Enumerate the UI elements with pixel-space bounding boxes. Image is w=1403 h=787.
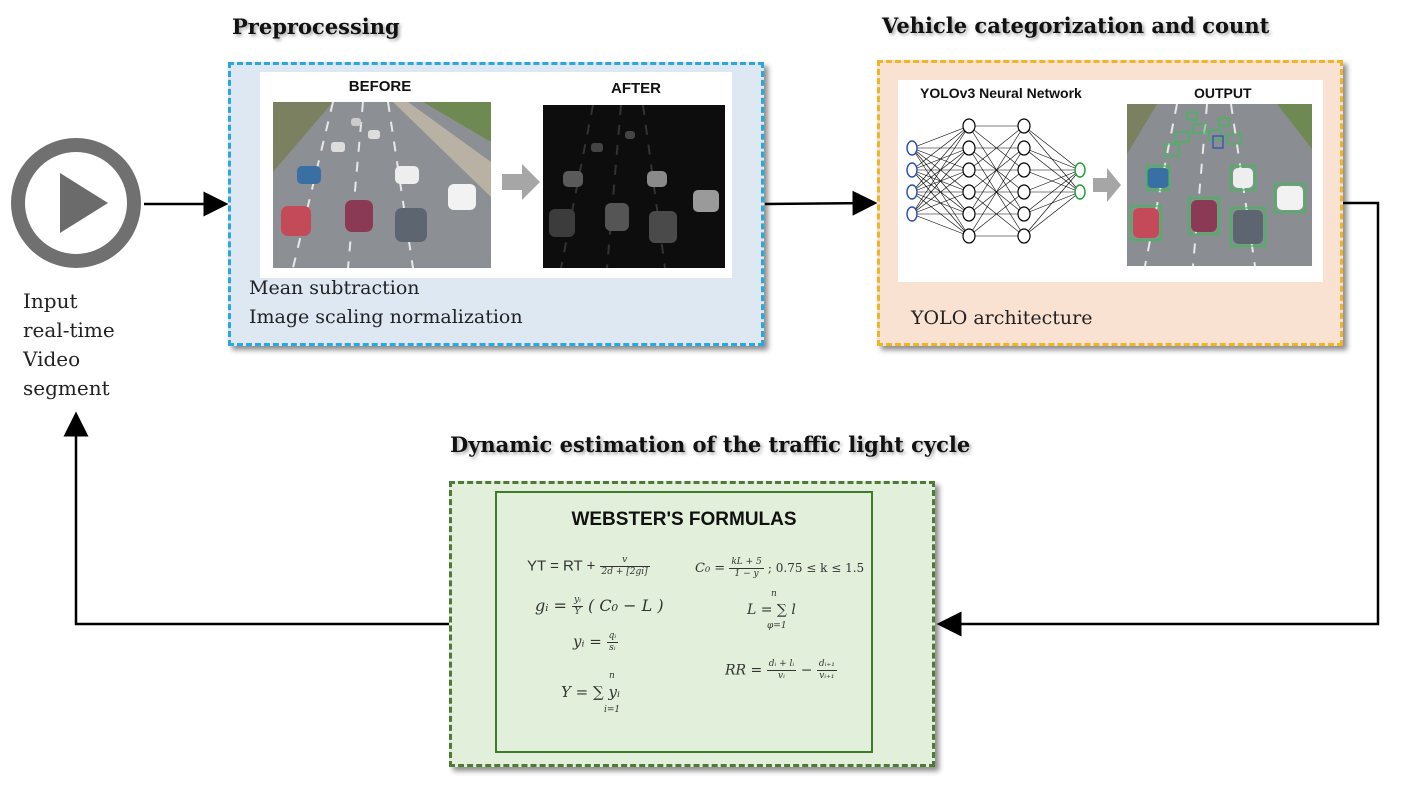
heading-vehicle-categorization: Vehicle categorization and count bbox=[882, 13, 1270, 38]
preprocessing-image-area: BEFORE AFTER bbox=[260, 72, 732, 278]
formula-co-lhs: C₀ = bbox=[695, 561, 726, 576]
neural-network-icon bbox=[906, 118, 1086, 244]
formula-rr-lhs: RR = bbox=[725, 662, 763, 679]
input-line: Input bbox=[23, 289, 78, 313]
formula-co-den: 1 − y bbox=[734, 569, 759, 579]
formula-yi-num: qᵢ bbox=[606, 631, 619, 643]
formula-L-main: L = ∑ l bbox=[747, 602, 796, 618]
preprocessing-caption: Mean subtraction bbox=[249, 277, 420, 299]
before-label: BEFORE bbox=[348, 78, 412, 95]
play-icon bbox=[11, 138, 141, 268]
formula-Y: n i=1 Y = ∑ yᵢ bbox=[561, 671, 620, 715]
formula-rr-num1: dᵢ + lᵢ bbox=[766, 659, 797, 671]
transform-arrow-icon bbox=[502, 164, 540, 200]
input-label: Input real-time Video segment bbox=[23, 287, 115, 403]
formula-L-top: n bbox=[771, 589, 777, 599]
formula-yi-lhs: yᵢ = bbox=[573, 632, 602, 651]
input-line: real-time bbox=[23, 318, 115, 342]
formula-rr-den2: vᵢ₊₁ bbox=[819, 671, 835, 681]
vehicle-image-area: YOLOv3 Neural Network OUTPUT bbox=[898, 80, 1323, 282]
before-traffic-image bbox=[273, 102, 491, 268]
formula-yt-den: 2d + [2gi] bbox=[601, 567, 648, 577]
transform-arrow-icon bbox=[1093, 168, 1121, 202]
vehicle-panel: YOLOv3 Neural Network OUTPUT bbox=[877, 60, 1343, 346]
formula-co-num: kL + 5 bbox=[729, 557, 764, 569]
heading-dynamic-estimation: Dynamic estimation of the traffic light … bbox=[450, 432, 971, 457]
formula-gi-den: Y bbox=[574, 607, 581, 617]
preprocessing-panel: BEFORE AFTER bbox=[228, 62, 764, 346]
input-line: Video bbox=[23, 347, 81, 371]
formula-Y-top: n bbox=[609, 671, 615, 681]
webster-title: WEBSTER'S FORMULAS bbox=[571, 509, 797, 530]
output-label: OUTPUT bbox=[1194, 85, 1252, 101]
formula-yt-lhs: YT = RT + bbox=[527, 557, 596, 575]
formula-rr-num2: dᵢ₊₁ bbox=[816, 659, 837, 671]
formula-co-condition: ; 0.75 ≤ k ≤ 1.5 bbox=[767, 561, 865, 575]
formula-rr-den1: vᵢ bbox=[778, 671, 785, 681]
input-line: segment bbox=[23, 376, 110, 400]
formula-gi-tail: ( C₀ − L ) bbox=[588, 596, 664, 615]
arrow-dynamic-to-input bbox=[63, 411, 449, 626]
output-detection-image bbox=[1127, 104, 1312, 266]
heading-preprocessing: Preprocessing bbox=[232, 14, 400, 39]
formula-yt-num: v bbox=[599, 555, 650, 567]
arrow-preprocessing-to-vehicle bbox=[764, 190, 878, 216]
vehicle-caption: YOLO architecture bbox=[911, 307, 1093, 329]
preprocessing-caption: Image scaling normalization bbox=[249, 306, 523, 328]
formula-L: n φ=1 L = ∑ l bbox=[747, 589, 796, 631]
after-traffic-image bbox=[543, 105, 725, 268]
formula-gi-lhs: gᵢ = bbox=[535, 596, 567, 615]
after-label: AFTER bbox=[611, 80, 661, 97]
formula-gi-num: yᵢ bbox=[572, 595, 583, 607]
formula-Y-bottom: i=1 bbox=[604, 705, 621, 715]
arrow-vehicle-to-dynamic bbox=[936, 201, 1380, 637]
formula-yi-den: sᵢ bbox=[609, 643, 616, 653]
formula-Y-main: Y = ∑ yᵢ bbox=[561, 683, 620, 701]
network-label: YOLOv3 Neural Network bbox=[920, 85, 1082, 101]
formula-L-bottom: φ=1 bbox=[767, 621, 787, 631]
